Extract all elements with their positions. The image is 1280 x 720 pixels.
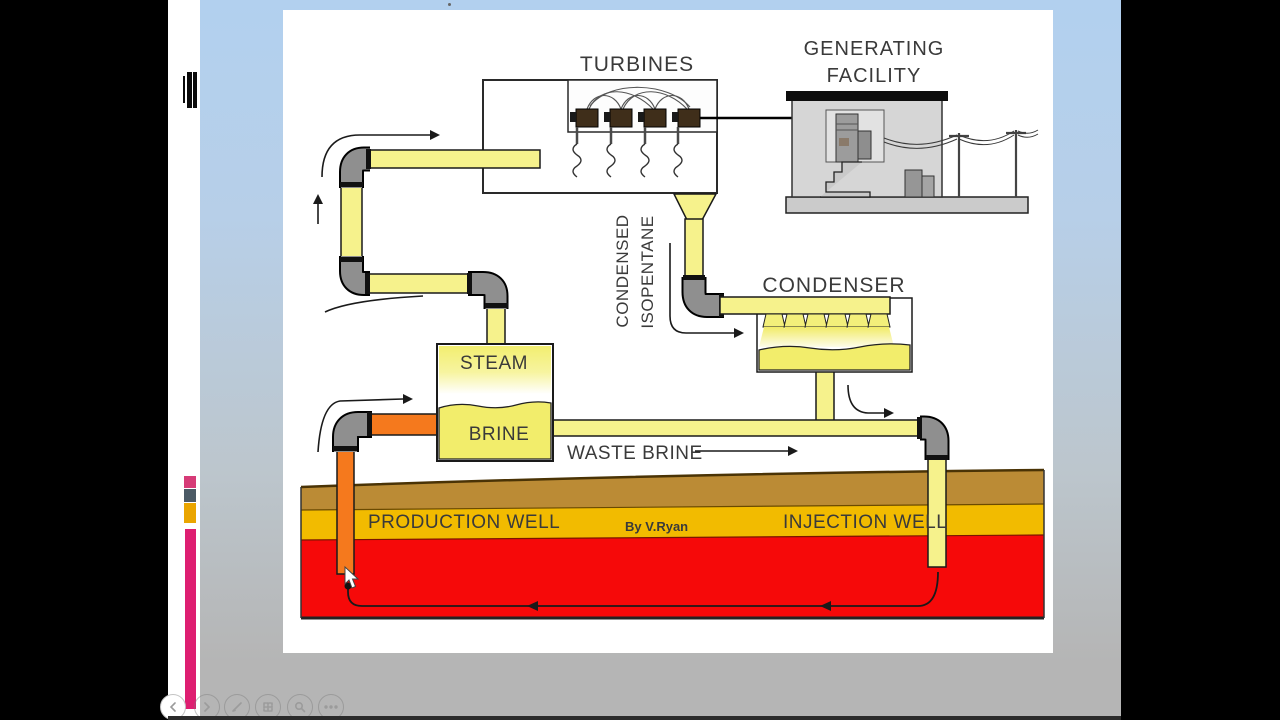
flow-arrowhead-left-1: [527, 601, 538, 611]
barcode-icon: [183, 72, 198, 108]
mouse-cursor: [344, 565, 360, 589]
facility-ground-slab: [785, 196, 1029, 214]
power-poles: [949, 130, 1026, 197]
pipe-mid-horizontal: [364, 273, 473, 294]
pipe-production-well: [336, 446, 355, 575]
turbines-label: TURBINES: [580, 53, 694, 76]
letterbox-left: [0, 0, 168, 720]
production-well-label: PRODUCTION WELL: [368, 512, 560, 533]
generating-facility-label-line1: GENERATING: [804, 38, 945, 60]
underground-flow-arrow: [344, 571, 939, 611]
credit-label: By V.Ryan: [625, 519, 688, 534]
separator-tank: [436, 343, 554, 462]
injection-well-label: INJECTION WELL: [783, 512, 947, 533]
brine-label: BRINE: [469, 424, 530, 445]
progress-scroll-bar[interactable]: [185, 529, 196, 709]
stray-dot: [448, 3, 451, 6]
marker-pink-square: [184, 476, 196, 488]
isopentane-pointer-line: [669, 243, 734, 334]
hot-rock-layer-red: [301, 535, 1044, 618]
turbine-units: [570, 108, 701, 128]
soil-layer-brown: [301, 470, 1044, 510]
bottom-edge-strip: [168, 716, 1121, 720]
brine-liquid: [438, 401, 552, 460]
transmission-wires: [883, 129, 1039, 149]
marker-slate-square: [184, 489, 196, 502]
steam-zone: [439, 346, 551, 394]
diagram-labels: TURBINES GENERATING FACILITY CONDENSER C…: [368, 38, 947, 534]
turbine-outlet-funnel: [672, 193, 718, 223]
isopentane-label: ISOPENTANE: [638, 215, 657, 328]
flow-origin-dot: [344, 582, 352, 590]
pipe-hot-horizontal: [366, 413, 439, 436]
spray-nozzles: [759, 313, 894, 347]
letterbox-right: [1121, 0, 1280, 720]
condensed-label: CONDENSED: [613, 214, 632, 327]
pipe-elbows: [332, 146, 950, 460]
pipe-waste-brine: [552, 419, 931, 437]
generating-facility-label-line2: FACILITY: [827, 65, 922, 87]
condenser-unit: [719, 296, 913, 373]
waste-brine-label: WASTE BRINE: [567, 443, 703, 464]
steam-label: STEAM: [460, 353, 528, 374]
generating-facility: [785, 91, 1039, 214]
geothermal-diagram: TURBINES GENERATING FACILITY CONDENSER C…: [300, 38, 1045, 620]
pipe-isopentane-vertical: [684, 218, 704, 284]
side-panel: [168, 0, 200, 720]
pipe-left-vertical: [340, 180, 363, 262]
ground-layers: [300, 468, 1045, 620]
pipework: [336, 149, 947, 575]
facility-roof: [786, 91, 948, 101]
diagram-panel: TURBINES GENERATING FACILITY CONDENSER C…: [283, 10, 1053, 653]
soil-layer-gold: [301, 504, 1044, 540]
turbine-wires: [586, 86, 691, 110]
flow-arrows: [313, 130, 894, 456]
condenser-label: CONDENSER: [762, 274, 905, 297]
facility-stairs: [820, 161, 871, 198]
exhaust-valves: [572, 143, 683, 178]
turbine-exhausts: [575, 127, 680, 144]
marker-gold-square: [184, 503, 196, 523]
pipe-condenser-drain: [815, 370, 835, 423]
condensed-liquid: [758, 343, 911, 371]
flow-arrowhead-left-2: [820, 601, 831, 611]
pipe-tank-feed: [486, 302, 506, 346]
pipe-top-horizontal: [366, 149, 541, 169]
turbine-hall: [482, 79, 838, 223]
condenser-feed-pipe: [719, 296, 891, 315]
